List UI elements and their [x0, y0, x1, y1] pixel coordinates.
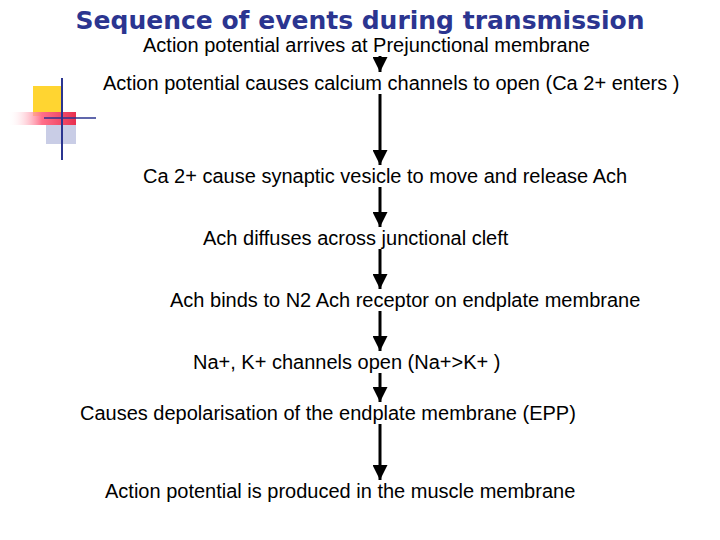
- corner-square: [33, 86, 61, 116]
- step-text: Na+, K+ channels open (Na+>K+ ): [193, 351, 613, 373]
- diagram-title: Sequence of events during transmission: [0, 6, 720, 35]
- flow-arrow: [379, 249, 382, 289]
- step-label: Ach diffuses across junctional cleft: [203, 227, 541, 249]
- flow-arrow: [379, 94, 382, 165]
- flow-arrow: [379, 56, 382, 72]
- corner-line: [61, 78, 63, 160]
- corner-line: [44, 117, 96, 119]
- flow-arrow: [379, 311, 382, 351]
- step-text: Action potential causes calcium channels…: [103, 72, 715, 94]
- step-text: Ach diffuses across junctional cleft: [203, 227, 541, 249]
- step-text: Ach binds to N2 Ach receptor on endplate…: [170, 289, 662, 311]
- step-text: Action potential is produced in the musc…: [105, 480, 715, 502]
- step-text: Ca 2+ cause synaptic vesicle to move and…: [143, 165, 699, 187]
- step-text: Action potential arrives at Prejunctiona…: [143, 34, 713, 56]
- step-label: Causes depolarisation of the endplate me…: [80, 402, 710, 424]
- step-label: Action potential is produced in the musc…: [105, 480, 715, 502]
- step-label: Na+, K+ channels open (Na+>K+ ): [193, 351, 613, 373]
- flow-arrow: [379, 373, 382, 402]
- flow-arrow: [379, 424, 382, 480]
- step-label: Ach binds to N2 Ach receptor on endplate…: [170, 289, 662, 311]
- step-label: Action potential arrives at Prejunctiona…: [143, 34, 713, 56]
- step-label: Ca 2+ cause synaptic vesicle to move and…: [143, 165, 699, 187]
- step-label: Action potential causes calcium channels…: [103, 72, 715, 94]
- flow-arrow: [379, 187, 382, 227]
- step-text: Causes depolarisation of the endplate me…: [80, 402, 710, 424]
